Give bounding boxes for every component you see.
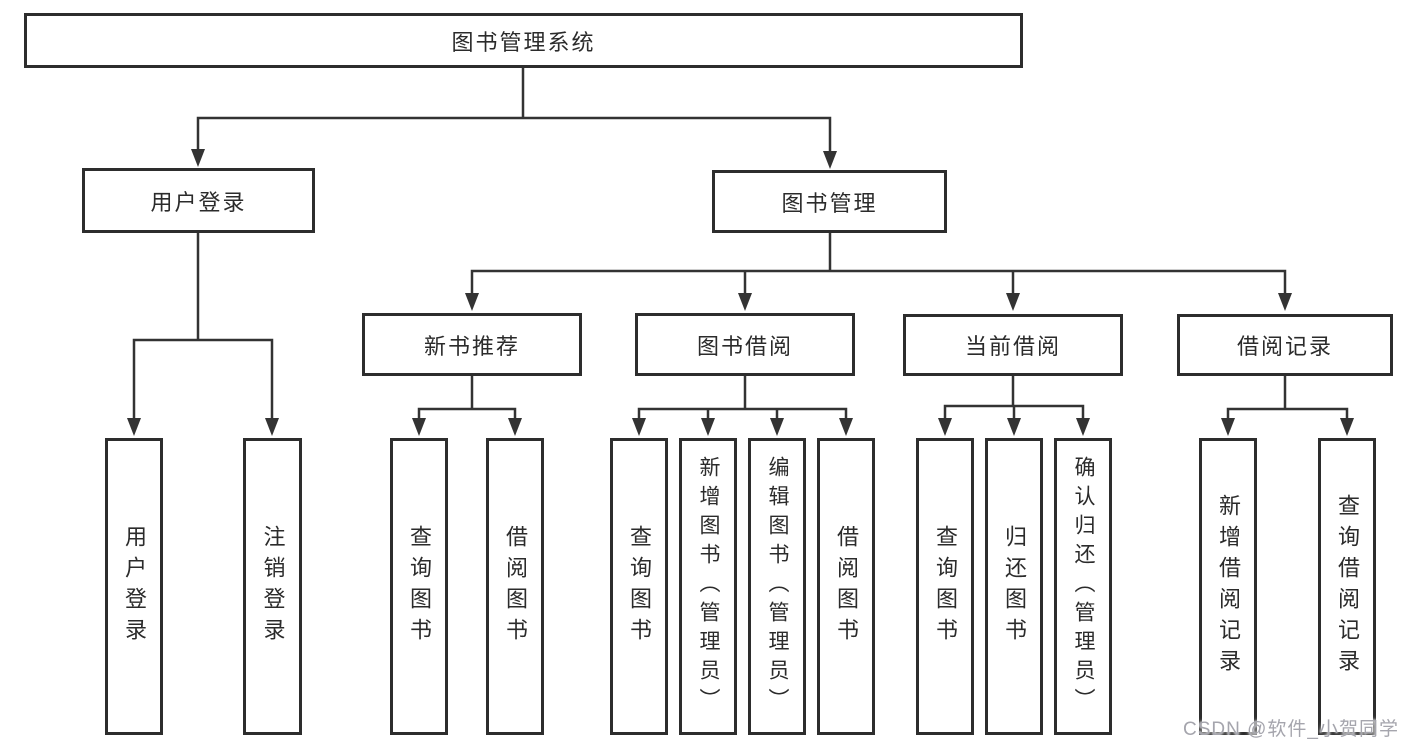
csdn-watermark: CSDN @软件_小贺同学 xyxy=(1183,719,1399,740)
node-current-borrowing: 当前借阅 xyxy=(903,314,1123,376)
leaf-query-books-recommend: 查询图书 xyxy=(390,438,448,735)
node-user-login: 用户登录 xyxy=(82,168,315,233)
leaf-add-borrow-record: 新增借阅记录 xyxy=(1199,438,1257,735)
leaf-user-login: 用户登录 xyxy=(105,438,163,735)
leaf-edit-books-admin: 编辑图书（管理员） xyxy=(748,438,806,735)
leaf-confirm-return-admin: 确认归还（管理员） xyxy=(1054,438,1112,735)
leaf-add-books-admin: 新增图书（管理员） xyxy=(679,438,737,735)
node-new-book-recommendation: 新书推荐 xyxy=(362,313,582,376)
node-book-borrowing: 图书借阅 xyxy=(635,313,855,376)
leaf-logout-login: 注销登录 xyxy=(243,438,302,735)
node-library-management-system: 图书管理系统 xyxy=(24,13,1023,68)
leaf-borrow-books-recommend: 借阅图书 xyxy=(486,438,544,735)
leaf-return-books: 归还图书 xyxy=(985,438,1043,735)
leaf-query-borrow-record: 查询借阅记录 xyxy=(1318,438,1376,735)
leaf-query-books-current: 查询图书 xyxy=(916,438,974,735)
leaf-borrow-books-borrowing: 借阅图书 xyxy=(817,438,875,735)
arrow-down-icons xyxy=(127,149,1354,436)
connector-paths xyxy=(132,66,1349,422)
node-book-management: 图书管理 xyxy=(712,170,947,233)
leaf-query-books-borrowing: 查询图书 xyxy=(610,438,668,735)
node-borrowing-records: 借阅记录 xyxy=(1177,314,1393,376)
